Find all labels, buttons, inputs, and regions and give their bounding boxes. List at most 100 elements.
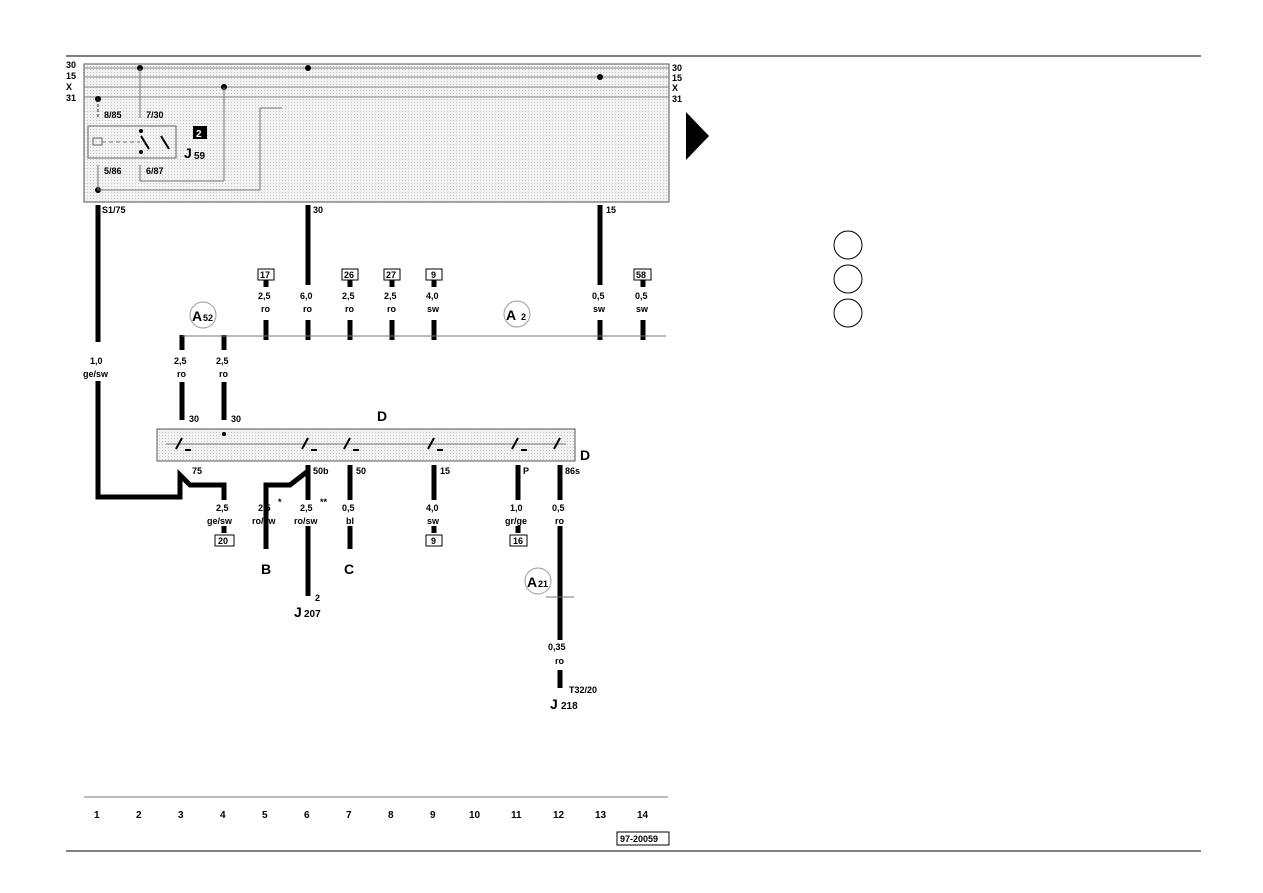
wire-color: ge/sw bbox=[207, 516, 233, 526]
endpoint-j218-sub: 218 bbox=[561, 701, 578, 712]
relay-box bbox=[87, 125, 177, 159]
wire-color: ro bbox=[345, 304, 355, 314]
rail-left-15: 15 bbox=[66, 71, 76, 81]
wire-color: gr/ge bbox=[505, 516, 527, 526]
connector-a52-letter: A bbox=[192, 308, 202, 324]
ref-17: 17 bbox=[260, 270, 270, 280]
rail-right-31: 31 bbox=[672, 94, 682, 104]
column-number: 1 bbox=[94, 810, 100, 821]
junction-dot bbox=[305, 65, 311, 71]
ref-box bbox=[425, 268, 443, 281]
endpoint-j207-pin: 2 bbox=[315, 593, 320, 603]
relay-label: J bbox=[184, 145, 192, 161]
wire-gauge: 4,0 bbox=[426, 291, 439, 301]
ref-26: 26 bbox=[344, 270, 354, 280]
wire-gauge: 0,5 bbox=[552, 503, 565, 513]
wire-color: ro bbox=[387, 304, 397, 314]
switch-label: D bbox=[377, 408, 387, 424]
column-number: 12 bbox=[553, 810, 565, 821]
column-number: 7 bbox=[346, 810, 352, 821]
column-numbers: 1 2 3 4 5 6 7 8 9 10 11 12 13 14 bbox=[94, 810, 649, 821]
wire-gauge: 2,5 bbox=[258, 291, 271, 301]
relay-wire bbox=[139, 165, 224, 182]
column-number: 4 bbox=[220, 810, 226, 821]
switch-out-terminal: 50b bbox=[313, 466, 329, 476]
ref-9: 9 bbox=[431, 270, 436, 280]
wire-color: sw bbox=[427, 516, 440, 526]
connector-a21 bbox=[524, 567, 552, 595]
wire-gauge: 0,35 bbox=[548, 642, 566, 652]
wire-color: ro bbox=[555, 516, 565, 526]
relay-pin-5-86: 5/86 bbox=[104, 166, 122, 176]
wire-color: ge/sw bbox=[83, 369, 109, 379]
terminal-s1-75: S1/75 bbox=[102, 205, 126, 215]
wire-gauge: 1,0 bbox=[90, 356, 103, 366]
legend-circle bbox=[833, 230, 863, 260]
wire-color: bl bbox=[346, 516, 354, 526]
wire-color: ro bbox=[219, 369, 229, 379]
endpoint-c: C bbox=[344, 561, 354, 577]
rail-right-30: 30 bbox=[672, 63, 682, 73]
switch-contacts bbox=[175, 437, 561, 451]
legend-circle bbox=[833, 264, 863, 294]
relay-wire bbox=[98, 107, 282, 191]
junction-dot bbox=[597, 74, 603, 80]
connector-a21-letter: A bbox=[527, 574, 537, 590]
ref-20: 20 bbox=[218, 536, 228, 546]
wire-gauge: 0,5 bbox=[342, 503, 355, 513]
ref-58: 58 bbox=[636, 270, 646, 280]
relay-pin-7-30: 7/30 bbox=[146, 110, 164, 120]
connector-a52-sub: 52 bbox=[203, 313, 213, 323]
ref-box bbox=[633, 268, 652, 281]
wire-color: ro/sw bbox=[252, 516, 277, 526]
column-number: 11 bbox=[511, 810, 522, 821]
wire-gauge: 2,5 bbox=[342, 291, 355, 301]
wire-gauge: 1,0 bbox=[510, 503, 523, 513]
wire-color: ro bbox=[261, 304, 271, 314]
rail-left-30: 30 bbox=[66, 60, 76, 70]
column-number: 5 bbox=[262, 810, 268, 821]
wire-gauge: 2,5 bbox=[300, 503, 313, 513]
ref-box bbox=[341, 268, 359, 281]
switch-out-terminal: 50 bbox=[356, 466, 366, 476]
wire-gauge: 6,0 bbox=[300, 291, 313, 301]
junction-dot bbox=[139, 150, 143, 154]
wire-mark: * bbox=[278, 497, 282, 507]
wire-gauge: 2,5 bbox=[174, 356, 187, 366]
wire-gauge: 2,5 bbox=[216, 503, 229, 513]
wire-gauge: 2,5 bbox=[216, 356, 229, 366]
relay-pin-6-87: 6/87 bbox=[146, 166, 164, 176]
wire-gauge: 0,5 bbox=[592, 291, 605, 301]
wire-color: sw bbox=[427, 304, 440, 314]
ref-16: 16 bbox=[513, 536, 523, 546]
endpoint-j218-label: J bbox=[550, 696, 558, 712]
column-number: 3 bbox=[178, 810, 184, 821]
relay-contact bbox=[140, 135, 150, 150]
rail-left-31: 31 bbox=[66, 93, 76, 103]
rail-right-15: 15 bbox=[672, 73, 682, 83]
relay-number-badge bbox=[193, 126, 207, 139]
terminal-30: 30 bbox=[313, 205, 323, 215]
endpoint-b: B bbox=[261, 561, 271, 577]
relay-number: 2 bbox=[196, 129, 202, 140]
wire-color: ro bbox=[177, 369, 187, 379]
legend-circle bbox=[833, 298, 863, 328]
column-number: 2 bbox=[136, 810, 142, 821]
ref-27: 27 bbox=[386, 270, 396, 280]
ref-box bbox=[257, 268, 275, 281]
junction-dot bbox=[222, 432, 226, 436]
wire-gauge: 4,0 bbox=[426, 503, 439, 513]
switch-in-terminal: 30 bbox=[189, 414, 199, 424]
endpoint-j218-pin: T32/20 bbox=[569, 685, 597, 695]
endpoint-j207-sub: 207 bbox=[304, 609, 321, 620]
connector-a2 bbox=[503, 300, 531, 328]
ignition-switch-box bbox=[156, 428, 576, 462]
wire-color: ro/sw bbox=[294, 516, 319, 526]
wire-color: ro bbox=[303, 304, 313, 314]
switch-out-terminal: P bbox=[523, 466, 529, 476]
drawing-code: 97-20059 bbox=[620, 834, 658, 844]
connector-a2-letter: A bbox=[506, 307, 516, 323]
wires bbox=[95, 205, 646, 688]
wire-mark: ** bbox=[320, 497, 328, 507]
continuation-arrow-icon bbox=[686, 112, 709, 160]
